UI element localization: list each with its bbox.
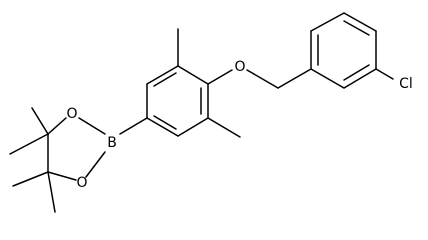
bond [47, 171, 77, 181]
atom-label-oxygen-ring-upper: O [66, 106, 77, 122]
double-bond-inner [343, 64, 370, 81]
chlorophenyl-ring [310, 12, 377, 89]
double-bond-inner [153, 72, 177, 87]
bond [146, 117, 179, 137]
aryl-oxygen-bond [207, 69, 233, 85]
chlorine-bond [375, 68, 394, 80]
pinacol-methyl-bond [47, 171, 56, 213]
aryl-boron-bond [119, 117, 148, 135]
chemical-structure-diagram: O Cl B O O [9, 12, 413, 213]
ch2-aryl-bond [277, 68, 312, 89]
double-bond-inner [153, 115, 177, 130]
atom-label-chlorine: Cl [399, 76, 413, 92]
central-benzene-ring [146, 65, 209, 137]
bond [78, 117, 106, 135]
bond [343, 68, 377, 89]
bond [177, 117, 209, 137]
methyl-bond-bottom [207, 117, 241, 138]
double-bond-inner [343, 20, 370, 36]
atom-label-oxygen-ether: O [234, 59, 245, 75]
pinacol-methyl-bond [12, 171, 49, 187]
dioxaborolane-ring [47, 117, 106, 181]
bond [85, 151, 106, 178]
bond [47, 117, 67, 135]
bond [177, 65, 209, 85]
atom-label-boron: B [107, 135, 117, 151]
atom-label-oxygen-ring-lower: O [76, 175, 87, 191]
bond [146, 65, 179, 85]
bond [310, 12, 345, 32]
bond [310, 68, 345, 89]
bond [343, 12, 377, 32]
oxygen-ch2-bond [246, 69, 279, 89]
pinacol-methyl-bond [31, 107, 49, 135]
pinacol-methyl-bond [9, 133, 49, 155]
